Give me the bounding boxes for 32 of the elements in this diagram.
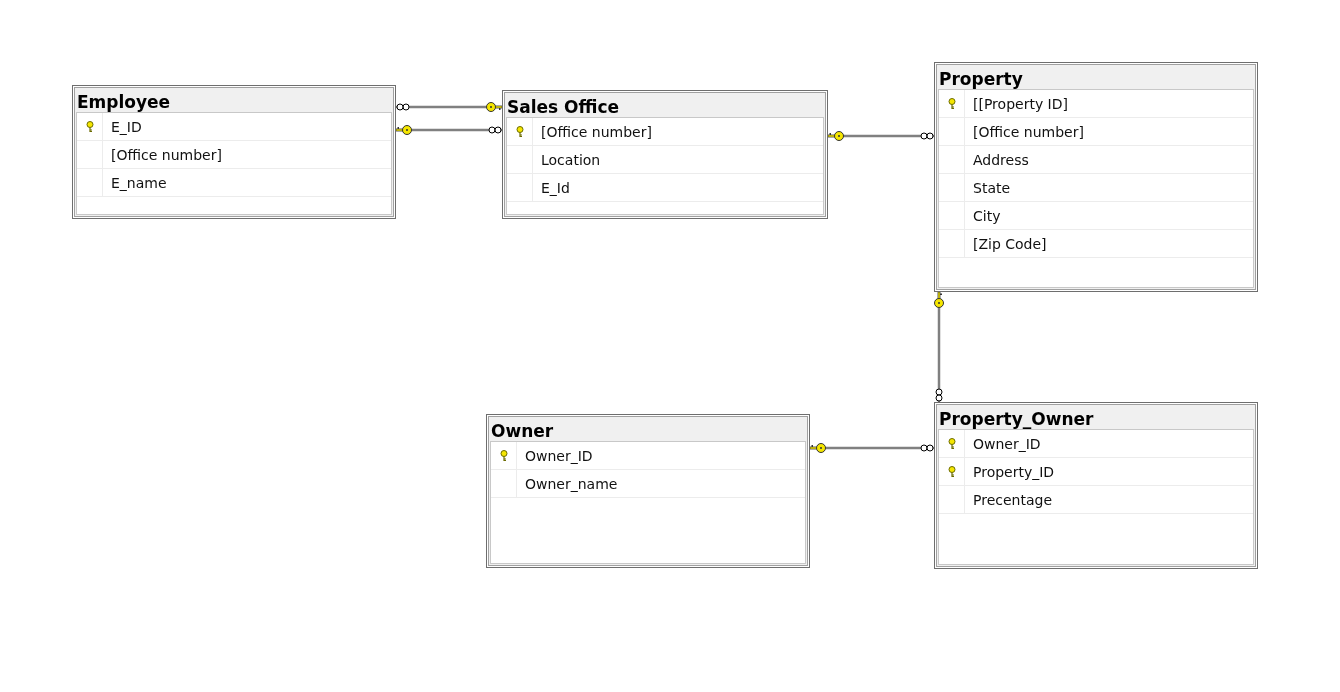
column-name: Address [972,151,1029,168]
column-name: Location [540,151,601,168]
column-name: Owner_ID [524,447,593,464]
column-name: State [972,179,1011,196]
table-title: Property_Owner [939,409,1094,429]
column-name: Precentage [972,491,1052,508]
column-name: [[Property ID] [972,95,1068,112]
relationship-line [934,291,944,402]
column-name: [Office number] [972,123,1084,140]
column-name: [Office number] [110,146,222,163]
table-box [72,85,396,219]
table-box [934,402,1258,569]
table-box [934,62,1258,292]
column-name: Owner_name [524,475,618,492]
column-name: [Zip Code] [972,235,1047,252]
table-title: Property [939,69,1023,89]
column-name: E_Id [540,179,570,196]
relationship-line [827,131,934,141]
table-box [502,90,828,219]
relationship-line [809,443,934,453]
table-title: Sales Office [507,97,620,117]
column-name: [Office number] [540,123,652,140]
table-title: Owner [491,421,554,441]
column-name: E_ID [110,118,142,135]
column-name: Property_ID [972,463,1055,480]
column-name: Owner_ID [972,435,1041,452]
column-name: City [972,207,1001,224]
relationship-line [395,125,502,135]
relationship-line [396,102,503,112]
table-box [486,414,810,568]
column-name: E_name [110,174,167,191]
table-title: Employee [77,92,171,112]
